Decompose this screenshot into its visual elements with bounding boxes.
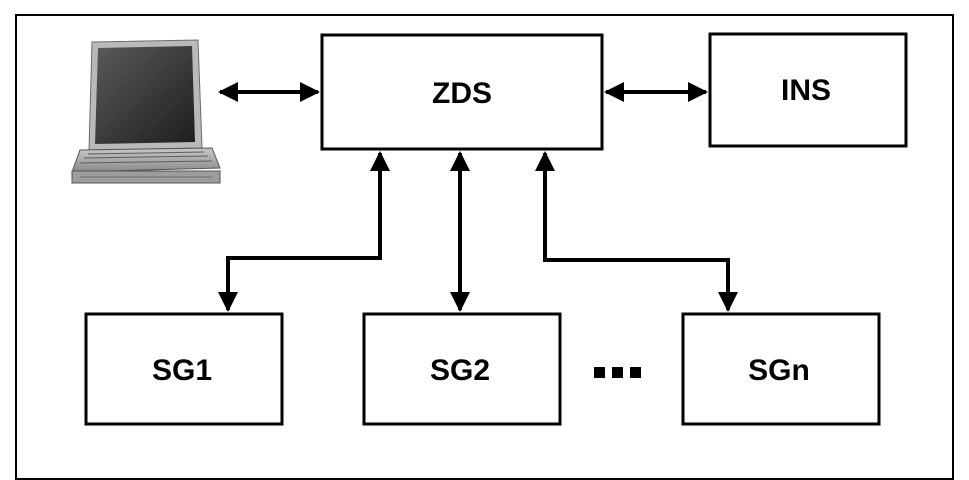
sg1-box: SG1 (84, 312, 284, 426)
sg2-box: SG2 (362, 312, 562, 426)
ins-label: INS (781, 74, 831, 107)
sg2-label: SG2 (430, 354, 490, 387)
sgn-label: SGn (748, 354, 810, 387)
sg1-label: SG1 (152, 354, 212, 387)
zds-box: ZDS (320, 33, 604, 151)
ellipsis-icon (594, 367, 641, 378)
zds-sg1-arrow (218, 151, 390, 312)
zds-sgn-arrow (535, 151, 738, 312)
ins-box: INS (708, 32, 908, 148)
sgn-box: SGn (681, 312, 881, 426)
laptop-icon (71, 39, 221, 184)
zds-label: ZDS (432, 77, 492, 110)
